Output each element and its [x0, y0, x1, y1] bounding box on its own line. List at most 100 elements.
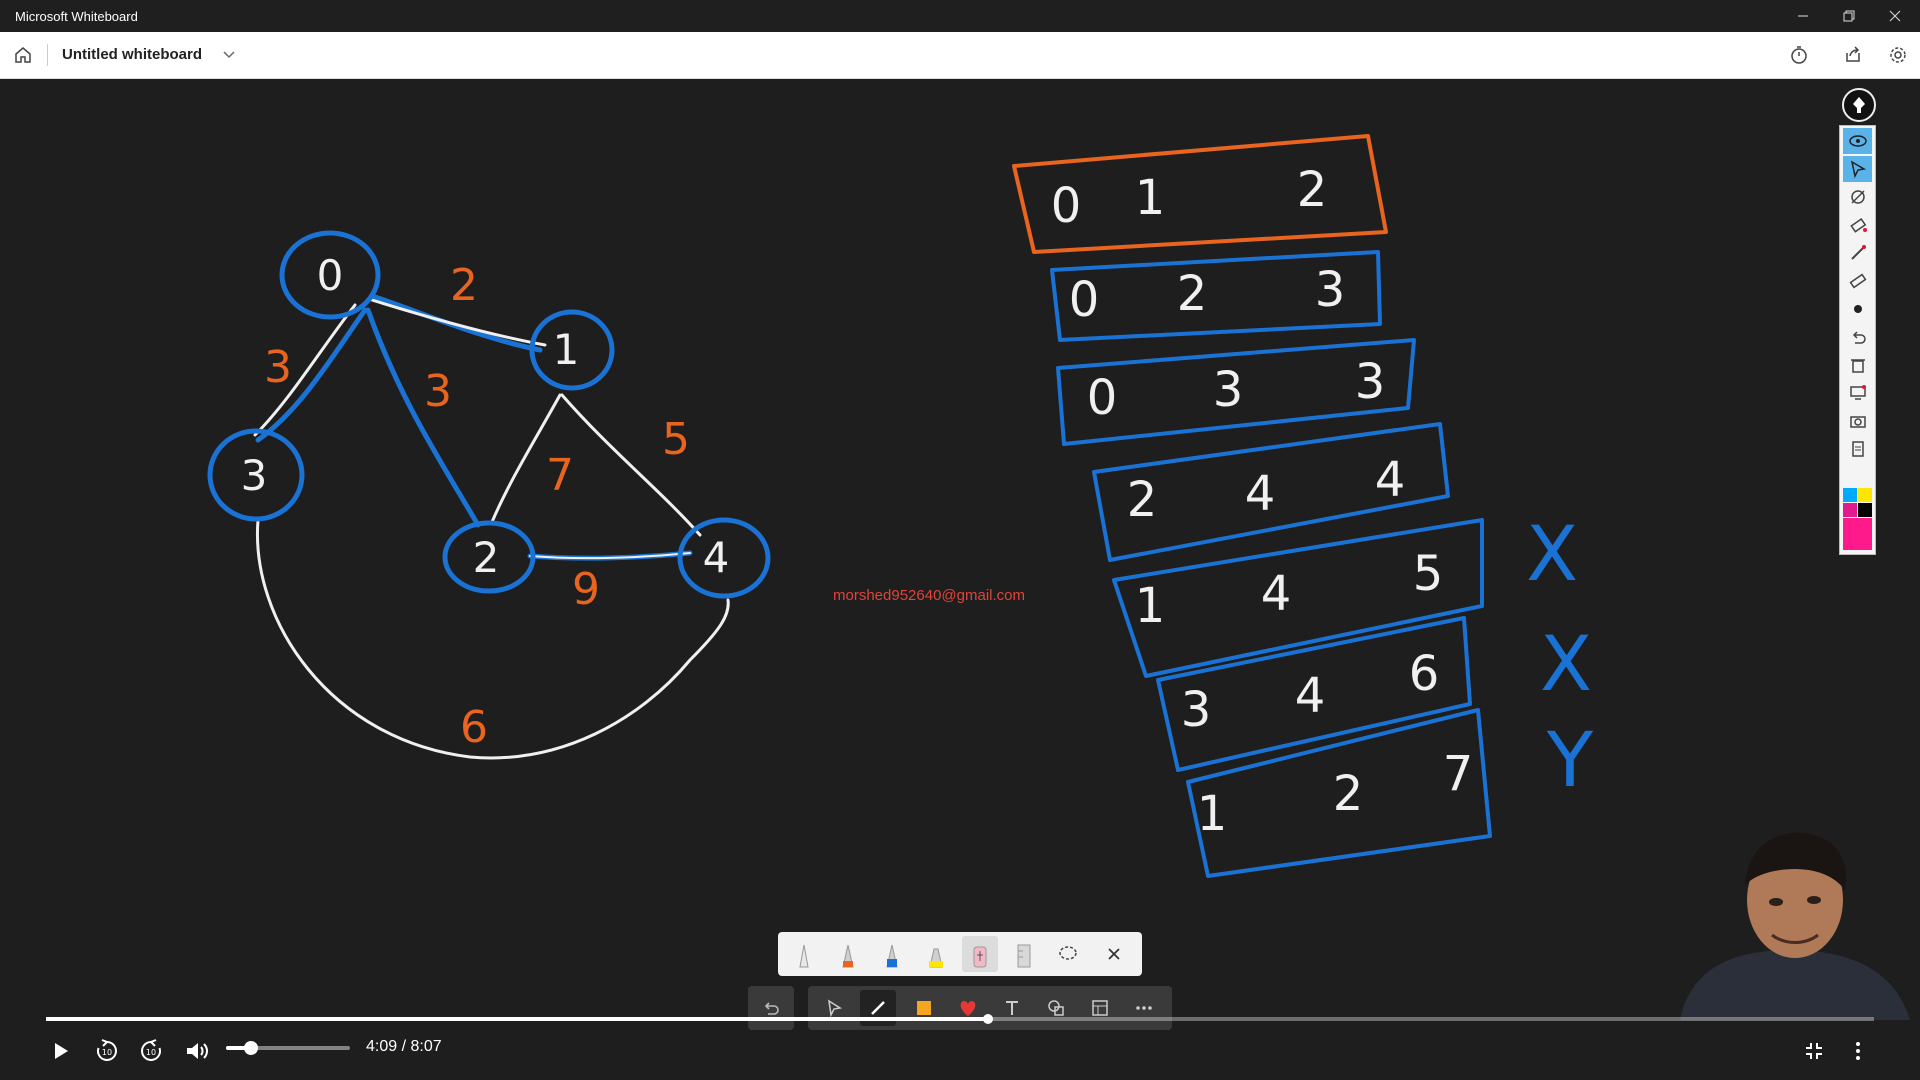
pen-tray	[778, 932, 1142, 976]
notes-icon[interactable]	[1843, 436, 1872, 462]
forward-10-icon[interactable]: 10	[134, 1036, 168, 1066]
home-icon[interactable]	[10, 42, 36, 68]
watermark-email: morshed952640@gmail.com	[833, 587, 1025, 604]
minimize-icon[interactable]	[1780, 0, 1826, 32]
edge-2-4-white	[529, 552, 691, 560]
select-icon[interactable]	[816, 990, 852, 1026]
trash-icon[interactable]	[1843, 352, 1872, 378]
reaction-icon[interactable]	[950, 990, 986, 1026]
whiteboard-canvas[interactable]: 0 1 3 2 4 2 3 3 7 5 9 6 0 1	[0, 79, 1920, 1009]
cell-5-0: 3	[1181, 682, 1212, 738]
row-box-4	[1112, 518, 1484, 678]
template-icon[interactable]	[1082, 990, 1118, 1026]
edge-1-2	[490, 393, 562, 524]
play-icon[interactable]	[44, 1036, 78, 1066]
mark-row-5: X	[1540, 619, 1592, 708]
eraser-pink-icon[interactable]	[962, 936, 998, 972]
mark-row-4: X	[1526, 509, 1578, 598]
cell-2-0: 0	[1087, 370, 1118, 426]
edge-0-2	[365, 307, 481, 528]
cell-6-2: 7	[1443, 746, 1474, 802]
weight-3-4: 6	[460, 702, 488, 753]
node-3-label: 3	[241, 451, 268, 500]
close-icon[interactable]	[1872, 0, 1918, 32]
node-3-circle	[207, 428, 305, 522]
cell-2-2: 3	[1355, 354, 1386, 410]
cell-4-2: 5	[1413, 546, 1444, 602]
shapes-icon[interactable]	[1038, 990, 1074, 1026]
pen-holder-icon[interactable]	[1842, 88, 1876, 122]
more-icon[interactable]	[1126, 990, 1162, 1026]
settings-icon[interactable]	[1884, 42, 1912, 68]
color-palette[interactable]	[1843, 488, 1872, 550]
node-4-circle	[677, 517, 771, 599]
ruler-icon[interactable]	[1006, 936, 1042, 972]
header-divider	[47, 44, 48, 66]
cell-3-1: 4	[1245, 466, 1276, 522]
pen-blue-icon[interactable]	[874, 936, 910, 972]
edge-0-3-white	[253, 303, 357, 437]
node-1-circle	[529, 309, 615, 391]
cell-3-2: 4	[1375, 452, 1406, 508]
row-box-5	[1156, 616, 1472, 772]
share-icon[interactable]	[1839, 42, 1867, 68]
cell-1-2: 3	[1315, 262, 1346, 318]
no-lasso-icon[interactable]	[1843, 184, 1872, 210]
video-progress-bar[interactable]	[46, 1014, 1874, 1024]
svg-text:10: 10	[102, 1048, 112, 1057]
select-arrow-icon[interactable]	[1843, 156, 1872, 182]
eye-icon[interactable]	[1843, 128, 1872, 154]
whiteboard-title[interactable]: Untitled whiteboard	[62, 46, 202, 63]
ink-layer: 0 1 3 2 4 2 3 3 7 5 9 6 0 1	[207, 134, 1594, 878]
rewind-10-icon[interactable]: 10	[90, 1036, 124, 1066]
weight-1-4: 5	[662, 414, 690, 465]
dot-icon[interactable]	[1843, 296, 1872, 322]
row-box-3	[1092, 422, 1450, 562]
row-box-6	[1186, 708, 1492, 878]
cell-4-1: 4	[1261, 566, 1292, 622]
restore-icon[interactable]	[1826, 0, 1872, 32]
edge-3-4-arc	[255, 518, 730, 760]
time-display: 4:09 / 8:07	[366, 1038, 442, 1055]
ruler-icon[interactable]	[1843, 268, 1872, 294]
row-box-1	[1050, 250, 1382, 342]
timer-icon[interactable]	[1785, 42, 1813, 68]
pencil-white-icon[interactable]	[786, 936, 822, 972]
volume-knob[interactable]	[243, 1041, 258, 1055]
cell-0-0: 0	[1051, 178, 1082, 234]
row-box-2	[1056, 338, 1416, 446]
edge-0-1-white	[370, 298, 547, 347]
cell-2-1: 3	[1213, 362, 1244, 418]
lasso-icon[interactable]	[1050, 936, 1086, 972]
volume-slider[interactable]	[226, 1041, 350, 1055]
node-4-label: 4	[703, 533, 730, 582]
text-icon[interactable]	[994, 990, 1030, 1026]
eraser-icon[interactable]	[1843, 212, 1872, 238]
volume-icon[interactable]	[180, 1036, 214, 1066]
camera-icon[interactable]	[1843, 408, 1872, 434]
undo-icon[interactable]	[748, 986, 794, 1030]
close-icon[interactable]	[1096, 936, 1132, 972]
exit-fullscreen-icon[interactable]	[1797, 1036, 1831, 1066]
app-title: Microsoft Whiteboard	[15, 9, 138, 24]
video-player-controls: 10 10 4:09 / 8:07	[0, 1022, 1920, 1080]
highlighter-yellow-icon[interactable]	[918, 936, 954, 972]
weight-0-2: 3	[424, 366, 452, 417]
cell-5-1: 4	[1295, 668, 1326, 724]
chevron-down-icon[interactable]	[221, 44, 237, 69]
more-options-icon[interactable]	[1841, 1036, 1875, 1066]
cell-1-0: 0	[1069, 272, 1100, 328]
video-progress-knob[interactable]	[983, 1014, 994, 1024]
weight-0-3: 3	[264, 342, 292, 393]
sticky-note-icon[interactable]	[906, 990, 942, 1026]
webcam-overlay	[1660, 820, 1920, 1020]
cell-6-1: 2	[1333, 766, 1364, 822]
svg-text:10: 10	[146, 1048, 156, 1057]
weight-0-1: 2	[450, 260, 478, 311]
line-tool-icon[interactable]	[1843, 240, 1872, 266]
edge-1-4	[560, 393, 702, 537]
cell-0-2: 2	[1297, 162, 1328, 218]
undo-icon[interactable]	[1843, 324, 1872, 350]
screen-icon[interactable]	[1843, 380, 1872, 406]
pen-orange-icon[interactable]	[830, 936, 866, 972]
